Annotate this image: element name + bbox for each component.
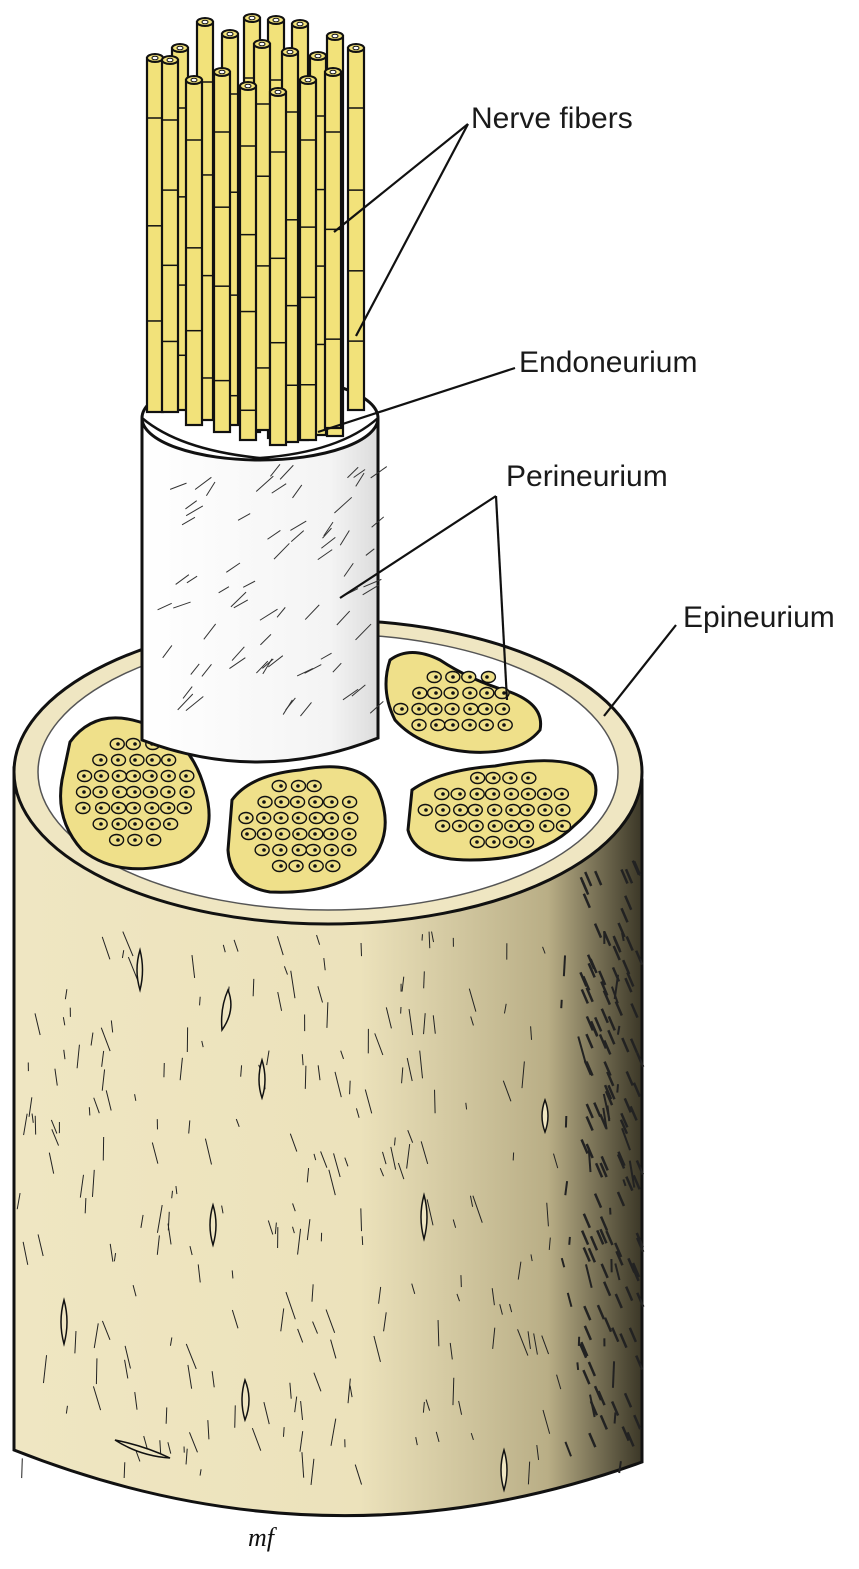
label-nerve-fibers: Nerve fibers [471,104,633,134]
label-perineurium: Perineurium [506,462,668,492]
nerve-fibers [142,14,378,458]
label-epineurium: Epineurium [683,603,835,633]
perineurium-cylinder [142,376,387,762]
artist-signature: mf [248,1523,278,1552]
label-endoneurium: Endoneurium [519,348,697,378]
